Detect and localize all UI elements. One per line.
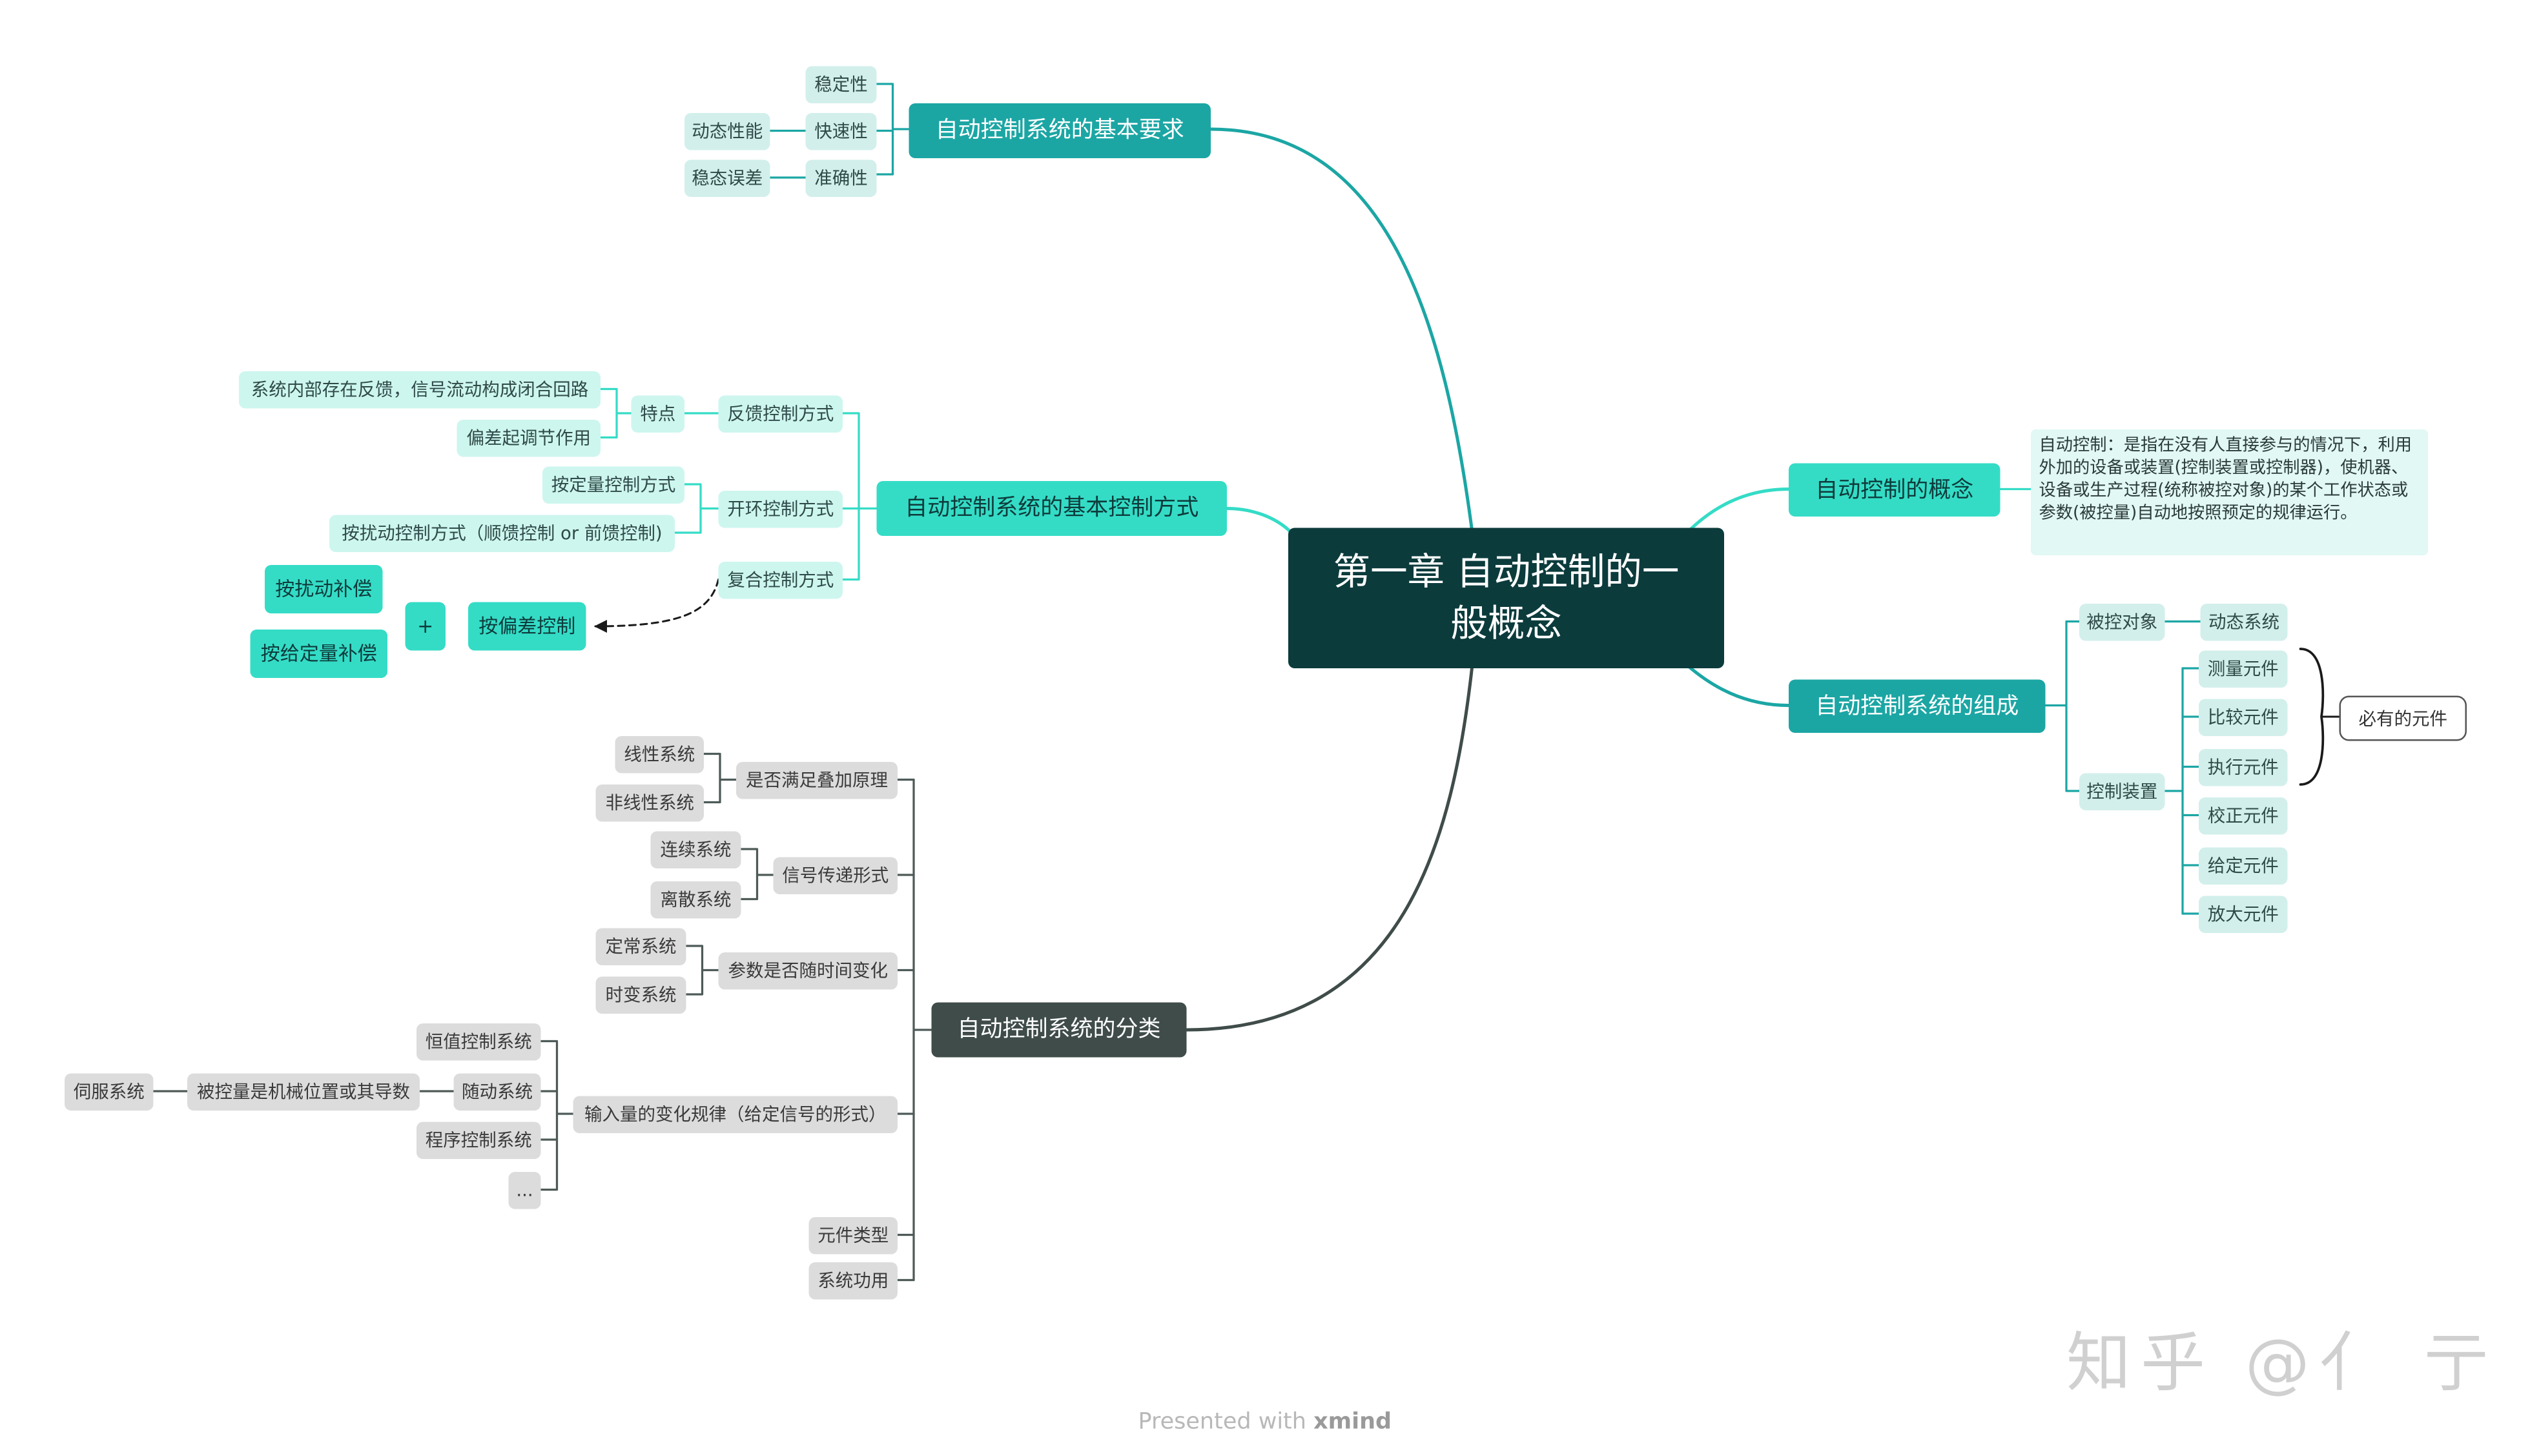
subtopic-comparing-element[interactable]: 比较元件: [2199, 699, 2288, 736]
topic-basic-requirements[interactable]: 自动控制系统的基本要求: [909, 103, 1211, 158]
floating-plus[interactable]: +: [405, 602, 446, 651]
subtopic-disturbance-control[interactable]: 按扰动控制方式（顺馈控制 or 前馈控制): [329, 515, 675, 552]
subtopic-component-type[interactable]: 元件类型: [808, 1217, 898, 1255]
subtopic-program-control-system[interactable]: 程序控制系统: [417, 1122, 541, 1159]
presented-label: Presented with: [1138, 1409, 1306, 1435]
subtopic-actuating-element[interactable]: 执行元件: [2199, 749, 2288, 786]
subtopic-ellipsis[interactable]: ...: [508, 1172, 541, 1209]
subtopic-mechanical-position[interactable]: 被控量是机械位置或其导数: [187, 1073, 420, 1111]
subtopic-error-regulation[interactable]: 偏差起调节作用: [457, 420, 601, 457]
subtopic-open-loop-control[interactable]: 开环控制方式: [718, 491, 843, 528]
subtopic-time-variance[interactable]: 参数是否随时间变化: [718, 952, 898, 990]
topic-classification[interactable]: 自动控制系统的分类: [931, 1002, 1187, 1058]
subtopic-compound-control[interactable]: 复合控制方式: [718, 562, 843, 599]
topic-control-modes[interactable]: 自动控制系统的基本控制方式: [876, 481, 1227, 536]
subtopic-quantitative-control[interactable]: 按定量控制方式: [542, 466, 684, 504]
subtopic-discrete-system[interactable]: 离散系统: [650, 881, 741, 919]
subtopic-speed[interactable]: 快速性: [805, 113, 877, 150]
subtopic-continuous-system[interactable]: 连续系统: [650, 831, 741, 868]
subtopic-closed-loop-feature[interactable]: 系统内部存在反馈，信号流动构成闭合回路: [239, 371, 601, 409]
subtopic-accuracy[interactable]: 准确性: [805, 159, 877, 197]
floating-error-control[interactable]: 按偏差控制: [468, 602, 586, 651]
subtopic-measuring-element[interactable]: 测量元件: [2199, 650, 2288, 688]
subtopic-linear-system[interactable]: 线性系统: [615, 736, 704, 774]
subtopic-input-law[interactable]: 输入量的变化规律（给定信号的形式）: [573, 1096, 898, 1133]
subtopic-controller[interactable]: 控制装置: [2079, 773, 2165, 810]
subtopic-time-varying-system[interactable]: 时变系统: [595, 976, 686, 1014]
subtopic-plant[interactable]: 被控对象: [2079, 604, 2165, 641]
subtopic-reference-element[interactable]: 给定元件: [2199, 847, 2288, 885]
subtopic-amplifying-element[interactable]: 放大元件: [2199, 896, 2288, 933]
subtopic-steady-state-error[interactable]: 稳态误差: [684, 159, 770, 197]
topic-concept[interactable]: 自动控制的概念: [1789, 463, 2000, 517]
subtopic-signal-form[interactable]: 信号传递形式: [773, 857, 898, 894]
subtopic-feature[interactable]: 特点: [631, 395, 684, 433]
subtopic-constant-value-system[interactable]: 恒值控制系统: [417, 1023, 541, 1061]
subtopic-time-invariant-system[interactable]: 定常系统: [595, 928, 686, 965]
presented-with-credit: Presented with xmind: [1138, 1410, 1392, 1435]
subtopic-nonlinear-system[interactable]: 非线性系统: [595, 784, 704, 822]
subtopic-system-function[interactable]: 系统功用: [808, 1262, 898, 1300]
subtopic-dynamic-system[interactable]: 动态系统: [2200, 604, 2288, 641]
floating-reference-compensation[interactable]: 按给定量补偿: [250, 630, 387, 678]
subtopic-dynamic-performance[interactable]: 动态性能: [684, 113, 770, 150]
concept-note: 自动控制：是指在没有人直接参与的情况下，利用外加的设备或装置(控制装置或控制器)…: [2031, 429, 2428, 555]
xmind-brand: xmind: [1313, 1409, 1392, 1435]
subtopic-servo-system[interactable]: 伺服系统: [65, 1073, 154, 1111]
central-topic[interactable]: 第一章 自动控制的一般概念: [1288, 528, 1724, 668]
floating-disturbance-compensation[interactable]: 按扰动补偿: [265, 565, 383, 613]
subtopic-stability[interactable]: 稳定性: [805, 66, 877, 103]
subtopic-correcting-element[interactable]: 校正元件: [2199, 797, 2288, 835]
topic-composition[interactable]: 自动控制系统的组成: [1789, 679, 2046, 733]
summary-required-elements[interactable]: 必有的元件: [2339, 695, 2467, 741]
subtopic-feedback-control[interactable]: 反馈控制方式: [718, 395, 843, 433]
subtopic-superposition[interactable]: 是否满足叠加原理: [736, 762, 898, 799]
zhihu-watermark: 知乎 @亻 亍: [2066, 1327, 2498, 1401]
subtopic-follow-up-system[interactable]: 随动系统: [453, 1073, 541, 1111]
